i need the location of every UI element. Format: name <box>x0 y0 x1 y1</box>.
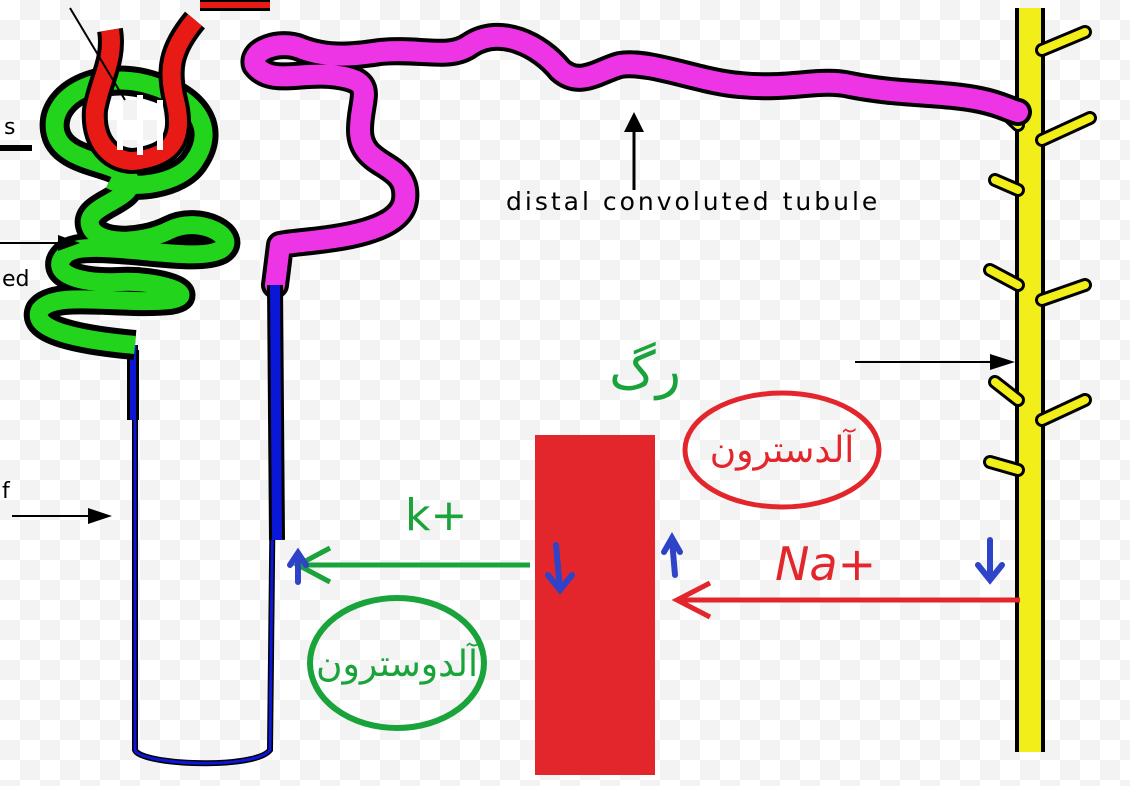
potassium-arrow <box>292 545 530 585</box>
potassium-label: k+ <box>405 490 467 541</box>
collecting-duct <box>983 8 1097 752</box>
direction-marks <box>287 531 1005 595</box>
vessel-label: رگ <box>609 341 681 401</box>
loop-of-henle <box>127 284 285 767</box>
blood-vessel <box>535 435 655 775</box>
sodium-arrow <box>671 580 1020 620</box>
aldosterone-label-red: آلدسترون <box>710 427 857 471</box>
distal-tubule-label: distal convoluted tubule <box>506 187 880 216</box>
aldosterone-circle-red <box>682 390 882 510</box>
aldosterone-circle-green <box>307 595 487 731</box>
glomerulus <box>69 0 270 174</box>
proximal-convoluted-tubule <box>24 65 240 360</box>
fragment-label-s: s <box>4 115 15 140</box>
sodium-label: Na+ <box>775 537 876 591</box>
fragment-label-f: f <box>2 479 11 504</box>
aldosterone-label-green: آلدوسترون <box>316 641 480 685</box>
pointer-arrows <box>0 112 1015 524</box>
fragment-label-ed: ed <box>2 267 30 292</box>
distal-convoluted-tubule <box>240 22 1032 299</box>
